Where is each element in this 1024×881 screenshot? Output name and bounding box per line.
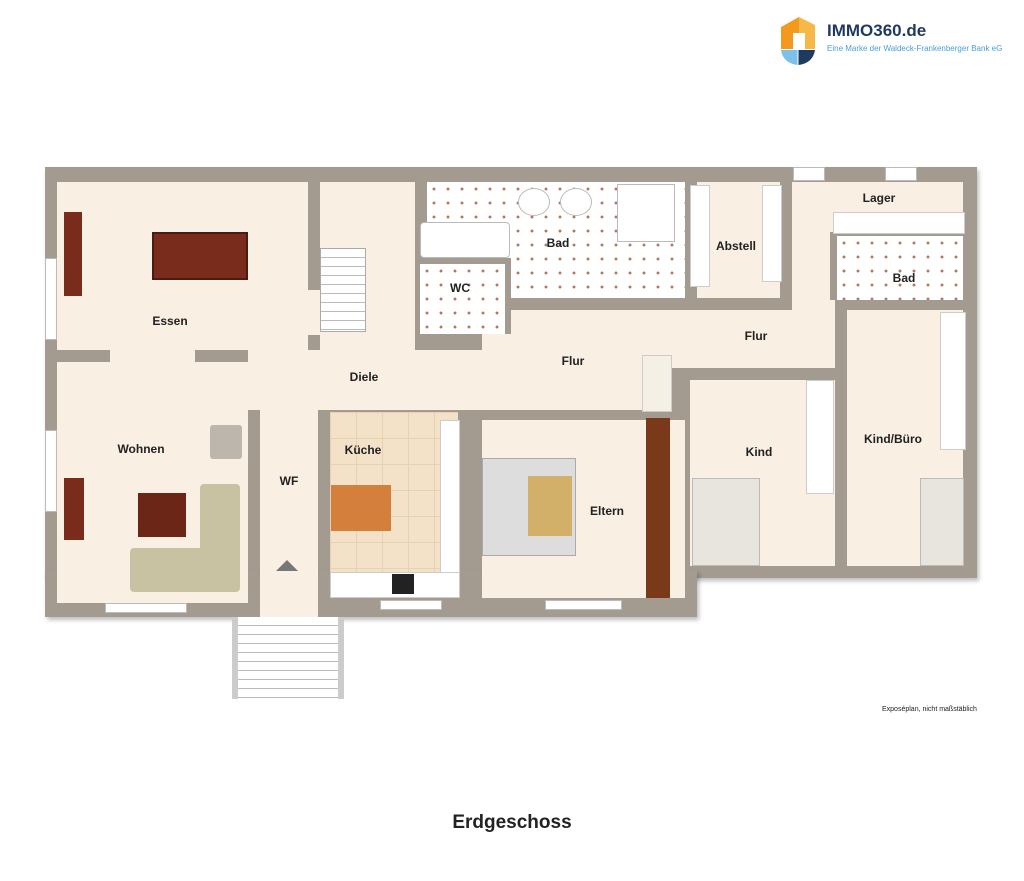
bed-blanket — [528, 476, 572, 536]
door-essen-diele — [306, 290, 322, 335]
window — [545, 600, 622, 610]
armchair — [210, 425, 242, 459]
floor-title: Erdgeschoss — [452, 812, 572, 833]
room-kueche — [330, 412, 458, 598]
label-bad: Bad — [546, 236, 570, 250]
sofa-side — [200, 484, 240, 584]
opening-essen-wohnen — [110, 348, 195, 364]
room-lager-lower — [792, 232, 830, 302]
brand-logo: IMMO360.de Eine Marke der Waldeck-Franke… — [779, 15, 1019, 67]
lager-shelf — [833, 212, 965, 234]
wardrobe-buero — [940, 312, 966, 450]
label-lager: Lager — [862, 191, 896, 205]
label-wf: WF — [279, 474, 299, 488]
room-diele-lower — [248, 350, 482, 410]
desk — [692, 478, 760, 566]
label-bad-2: Bad — [892, 271, 916, 285]
label-abstell: Abstell — [715, 239, 757, 253]
entrance-arrow-icon — [276, 560, 298, 571]
label-wc: WC — [450, 281, 470, 295]
window — [793, 167, 825, 181]
shower — [617, 184, 675, 242]
label-diele: Diele — [349, 370, 379, 384]
window — [45, 430, 57, 512]
room-flur-lower — [470, 360, 642, 410]
kitchen-table — [331, 485, 391, 531]
room-flur-right — [792, 300, 835, 360]
staircase — [320, 248, 366, 332]
sink — [518, 188, 550, 216]
tv-cabinet — [64, 478, 84, 540]
wardrobe — [646, 418, 670, 598]
sideboard — [64, 212, 82, 296]
logo-name: IMMO360.de — [827, 21, 927, 40]
window — [380, 600, 442, 610]
scale-note: Exposéplan, nicht maßstäblich — [882, 706, 977, 713]
room-bad-2 — [837, 236, 963, 300]
dining-table — [152, 232, 248, 280]
room-wc — [420, 258, 511, 334]
shelf — [642, 355, 672, 412]
label-flur: Flur — [561, 354, 585, 368]
wardrobe-kind — [806, 380, 834, 494]
entrance-stairs — [232, 617, 344, 699]
label-eltern: Eltern — [589, 504, 625, 518]
sink — [560, 188, 592, 216]
label-essen: Essen — [152, 314, 188, 328]
label-kind: Kind — [745, 445, 773, 459]
window — [45, 258, 57, 340]
bathtub — [420, 222, 510, 258]
abstell-shelf — [690, 185, 710, 287]
label-kueche: Küche — [344, 443, 382, 457]
house-logo-icon — [781, 17, 815, 65]
stove — [392, 574, 414, 594]
window — [885, 167, 917, 181]
abstell-shelf — [762, 185, 782, 282]
coffee-table — [138, 493, 186, 537]
desk-buero — [920, 478, 964, 566]
room-wf — [260, 408, 318, 617]
label-flur-2: Flur — [744, 329, 768, 343]
label-wohnen: Wohnen — [117, 442, 165, 456]
window — [105, 603, 187, 613]
logo-tagline: Eine Marke der Waldeck-Frankenberger Ban… — [827, 44, 1003, 53]
label-kind-buero: Kind/Büro — [864, 432, 922, 446]
